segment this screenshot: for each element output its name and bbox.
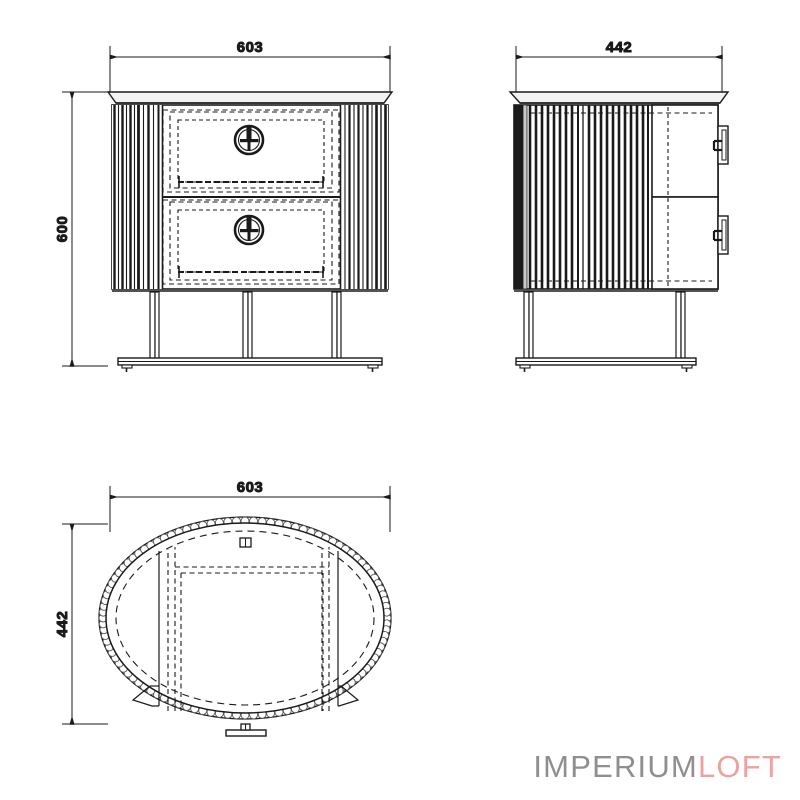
upper-drawer xyxy=(162,109,340,193)
side-lower-handle-projection[interactable] xyxy=(712,215,729,255)
side-edge-band xyxy=(514,104,528,290)
front-top-cap xyxy=(106,91,394,104)
plan-depth-dimension xyxy=(62,523,108,725)
side-upper-handle-projection[interactable] xyxy=(712,125,729,165)
plan-inner-outline xyxy=(105,522,385,714)
fluted-right-panel xyxy=(339,105,388,289)
side-top-cap xyxy=(508,91,730,104)
plan-solid-drawer-edges xyxy=(158,551,339,706)
side-leg-frame xyxy=(514,290,718,372)
plan-front-handle[interactable] xyxy=(225,723,267,737)
lower-drawer xyxy=(162,199,340,285)
top-plan-view xyxy=(62,486,392,737)
logo-secondary-text: LOFT xyxy=(697,749,782,784)
plan-side-tabs xyxy=(131,685,360,707)
logo-primary-text: IMPERIUM xyxy=(533,749,698,784)
side-depth-dimension-label: 442 xyxy=(606,39,633,56)
plan-width-dimension xyxy=(109,486,391,532)
side-depth-dimension xyxy=(515,46,723,92)
upper-drawer-handle[interactable] xyxy=(233,124,265,156)
plan-depth-dimension-label: 442 xyxy=(54,611,71,638)
fluted-side-panel xyxy=(528,105,649,289)
front-elevation-view xyxy=(62,46,394,372)
front-leg-frame xyxy=(112,290,388,372)
front-width-dimension-label: 603 xyxy=(237,39,264,56)
side-drawer-boxes xyxy=(530,104,719,290)
brand-logo: IMPERIUMLOFT xyxy=(533,751,782,782)
plan-hidden-drawer-outline xyxy=(167,547,330,711)
front-width-dimension xyxy=(109,46,391,92)
lower-drawer-handle[interactable] xyxy=(233,214,265,246)
front-height-dimension-label: 600 xyxy=(54,216,71,243)
plan-rear-handle-mark xyxy=(239,537,252,548)
front-height-dimension xyxy=(62,91,108,367)
fluted-left-panel xyxy=(112,105,164,289)
plan-width-dimension-label: 603 xyxy=(237,479,264,496)
side-elevation-view xyxy=(508,46,730,372)
